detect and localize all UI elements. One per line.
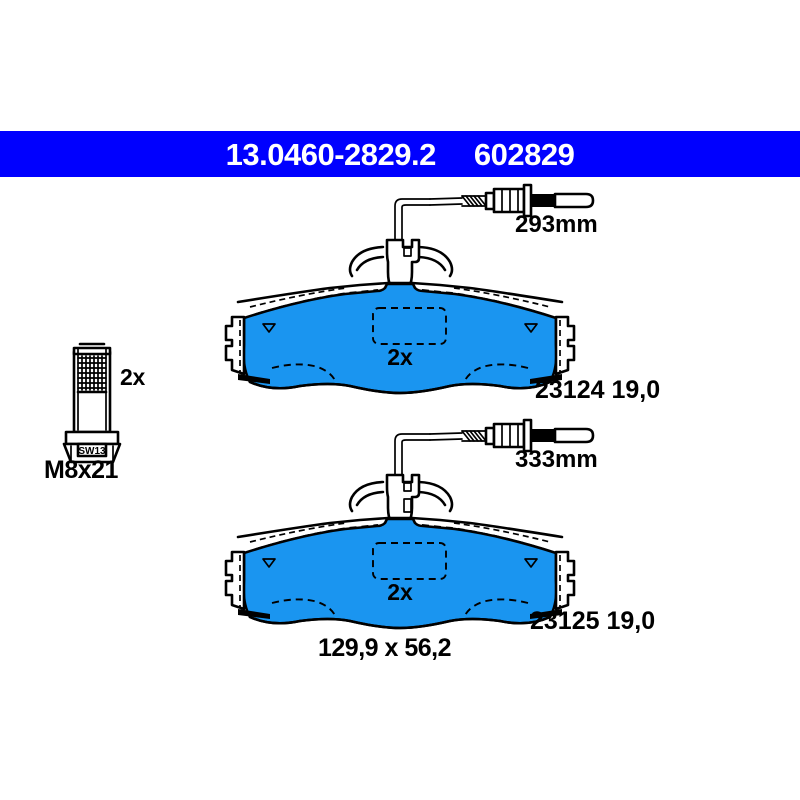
- overall-dimensions-label: 129,9 x 56,2: [318, 634, 452, 662]
- header-bar: 13.0460-2829.2 602829: [0, 131, 800, 177]
- bolt-quantity-label: 2x: [120, 364, 145, 390]
- wear-sensor-cable-1: [394, 183, 595, 247]
- bolt-size-label: M8x21: [44, 456, 118, 484]
- pad-quantity-label-1: 2x: [387, 344, 413, 370]
- pad-quantity-label-2: 2x: [387, 579, 413, 605]
- header-reference-number: 602829: [473, 136, 575, 172]
- bolt-wrench-size-text: SW13: [78, 446, 106, 457]
- sensor-length-label-1: 293mm: [515, 211, 598, 238]
- bolt-illustration: SW13: [62, 342, 122, 464]
- brake-pad-assembly-2: 333mm 2: [224, 418, 598, 630]
- header-part-number: 13.0460-2829.2: [225, 136, 437, 172]
- pad-part-thickness-label-1: 23124 19,0: [535, 376, 660, 404]
- brake-pad-assembly-1: 293mm: [224, 183, 598, 395]
- sensor-length-label-2: 333mm: [515, 446, 598, 473]
- wear-sensor-cable-2: [394, 418, 595, 482]
- pad-part-thickness-label-2: 23125 19,0: [530, 607, 655, 635]
